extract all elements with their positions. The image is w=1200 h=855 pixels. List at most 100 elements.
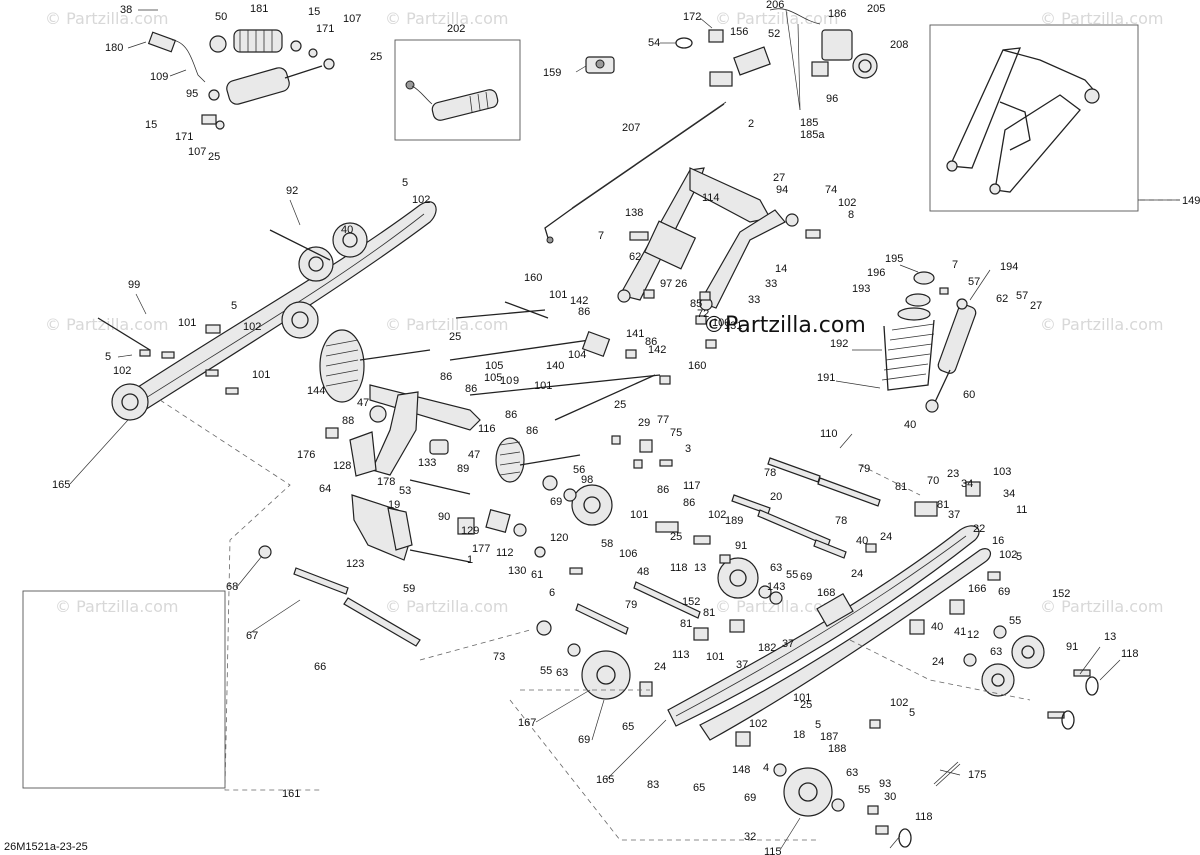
idler-wheels [536, 475, 1045, 817]
callout-24: 24 [654, 661, 666, 673]
callout-58: 58 [601, 538, 613, 550]
sensor-harness-assembly [544, 8, 878, 244]
callout-79: 79 [625, 599, 637, 611]
callout-68: 68 [226, 581, 238, 593]
front-shock-coil [881, 271, 977, 413]
callout-29: 29 [638, 417, 650, 429]
callout-133: 133 [418, 457, 436, 469]
callout-56: 56 [573, 464, 585, 476]
callout-160: 160 [688, 360, 706, 372]
callout-101: 101 [793, 692, 811, 704]
callout-118: 118 [1121, 648, 1139, 660]
callout-62: 62 [996, 293, 1008, 305]
callout-5: 5 [402, 177, 408, 189]
callout-75: 75 [670, 427, 682, 439]
callout-194: 194 [1000, 261, 1018, 273]
watermark-text: © Partzilla.com [45, 9, 168, 28]
callout-5: 5 [815, 719, 821, 731]
callout-12: 12 [967, 629, 979, 641]
callout-103: 103 [993, 466, 1011, 478]
watermark-text: © Partzilla.com [715, 597, 838, 616]
callout-168: 168 [817, 587, 835, 599]
callout-91: 91 [1066, 641, 1078, 653]
callout-141: 141 [626, 328, 644, 340]
callout-69: 69 [578, 734, 590, 746]
callout-177: 177 [472, 543, 490, 555]
callout-86: 86 [657, 484, 669, 496]
callout-13: 13 [1104, 631, 1116, 643]
callout-48: 48 [637, 566, 649, 578]
callout-88: 88 [342, 415, 354, 427]
lower-bracket-assembly [258, 479, 583, 575]
callout-96: 96 [826, 93, 838, 105]
callout-57: 57 [968, 276, 980, 288]
callout-77: 77 [657, 414, 669, 426]
diagram-code: 26M1521a-23-25 [4, 841, 88, 853]
watermark-text: © Partzilla.com [385, 315, 508, 334]
callout-86: 86 [578, 306, 590, 318]
callout-66: 66 [314, 661, 326, 673]
callout-52: 52 [768, 28, 780, 40]
callout-144: 144 [307, 385, 325, 397]
callout-193: 193 [852, 283, 870, 295]
callout-60: 60 [963, 389, 975, 401]
front-arm-springs-shafts [319, 301, 661, 483]
callout-113: 113 [672, 649, 690, 661]
callout-92: 92 [286, 185, 298, 197]
callout-24: 24 [932, 656, 944, 668]
callout-1: 1 [467, 554, 473, 566]
callout-102: 102 [708, 509, 726, 521]
callout-94: 94 [776, 184, 788, 196]
callout-10: 10 [500, 375, 512, 387]
callout-14: 14 [775, 263, 787, 275]
callout-5: 5 [909, 707, 915, 719]
callout-81: 81 [895, 481, 907, 493]
callout-142: 142 [648, 344, 666, 356]
callout-65: 65 [693, 782, 705, 794]
callout-95: 95 [186, 88, 198, 100]
callout-26: 26 [675, 278, 687, 290]
callout-166: 166 [968, 583, 986, 595]
callout-101: 101 [630, 509, 648, 521]
callout-86: 86 [526, 425, 538, 437]
watermark-text: © Partzilla.com [385, 9, 508, 28]
callout-55: 55 [786, 569, 798, 581]
callout-202: 202 [447, 23, 465, 35]
watermark-text: © Partzilla.com [1040, 597, 1163, 616]
callout-112: 112 [496, 547, 514, 559]
callout-101: 101 [549, 289, 567, 301]
callout-86: 86 [505, 409, 517, 421]
inset-box-149 [929, 24, 1139, 212]
callout-178: 178 [377, 476, 395, 488]
callout-107: 107 [188, 146, 206, 158]
left-slide-rail [97, 201, 437, 421]
callout-38: 38 [120, 4, 132, 16]
callout-64: 64 [319, 483, 331, 495]
callout-97: 97 [660, 278, 672, 290]
callout-152: 152 [1052, 588, 1070, 600]
callout-25: 25 [208, 151, 220, 163]
callout-24: 24 [880, 531, 892, 543]
inset-rear-arm-drawing [946, 47, 1100, 195]
callout-191: 191 [817, 372, 835, 384]
callout-78: 78 [835, 515, 847, 527]
callout-118: 118 [915, 811, 933, 823]
callout-37: 37 [736, 659, 748, 671]
callout-47: 47 [468, 449, 480, 461]
callout-27: 27 [773, 172, 785, 184]
callout-100: 100 [712, 317, 730, 329]
callout-63: 63 [770, 562, 782, 574]
callout-149: 149 [1182, 195, 1200, 207]
callout-30: 30 [884, 791, 896, 803]
callout-106: 106 [619, 548, 637, 560]
callout-182: 182 [758, 642, 776, 654]
callout-176: 176 [297, 449, 315, 461]
callout-25: 25 [614, 399, 626, 411]
callout-40: 40 [341, 224, 353, 236]
callout-186: 186 [828, 8, 846, 20]
background-watermarks: © Partzilla.com © Partzilla.com © Partzi… [45, 9, 1163, 616]
callout-15: 15 [145, 119, 157, 131]
partzilla-brand-watermark: ©Partzilla.com [703, 313, 866, 338]
callout-130: 130 [508, 565, 526, 577]
